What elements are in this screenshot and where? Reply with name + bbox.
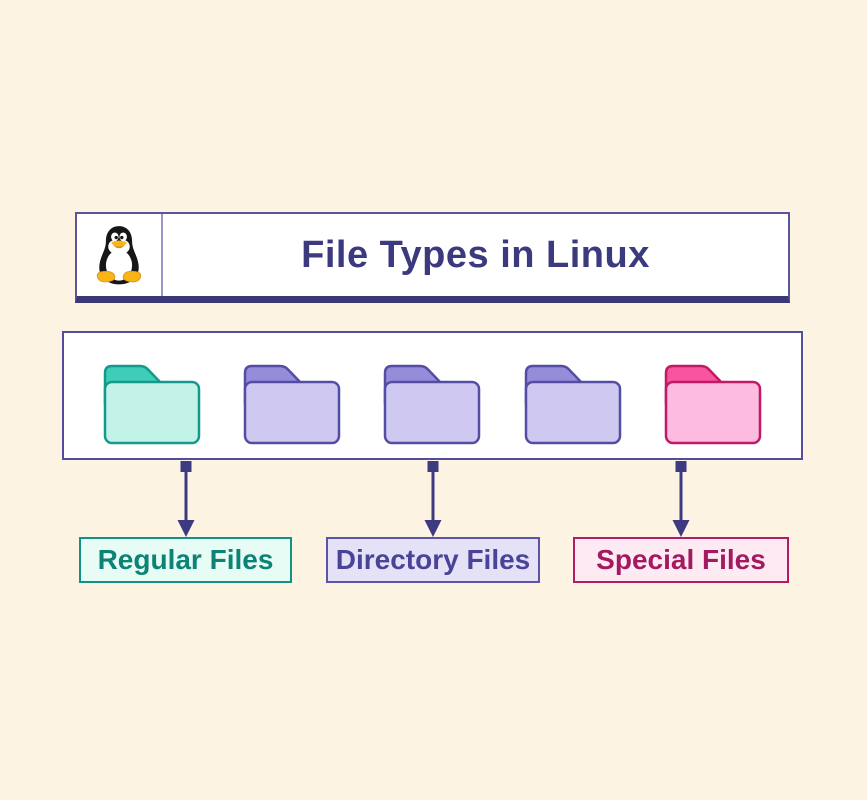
folders-panel	[62, 331, 803, 460]
label-directory-files: Directory Files	[326, 537, 540, 583]
title-cell: File Types in Linux	[163, 214, 788, 296]
header-box: File Types in Linux	[75, 212, 790, 303]
folder-directory-file	[244, 364, 341, 444]
folder-directory-file	[524, 364, 621, 444]
down-arrow-icon	[424, 461, 442, 537]
label-regular-files: Regular Files	[79, 537, 292, 583]
logo-cell	[77, 214, 163, 296]
down-arrow-icon	[177, 461, 195, 537]
folder-directory-file	[384, 364, 481, 444]
page-title: File Types in Linux	[301, 233, 650, 276]
label-directory-files-text: Directory Files	[335, 544, 531, 575]
label-special-files-text: Special Files	[596, 544, 766, 575]
down-arrow-icon	[672, 461, 690, 537]
label-special-files: Special Files	[573, 537, 789, 583]
tux-penguin-icon	[96, 226, 142, 285]
folder-regular-file	[103, 364, 201, 444]
label-regular-files-text: Regular Files	[97, 544, 274, 575]
folder-special-file	[664, 364, 762, 444]
